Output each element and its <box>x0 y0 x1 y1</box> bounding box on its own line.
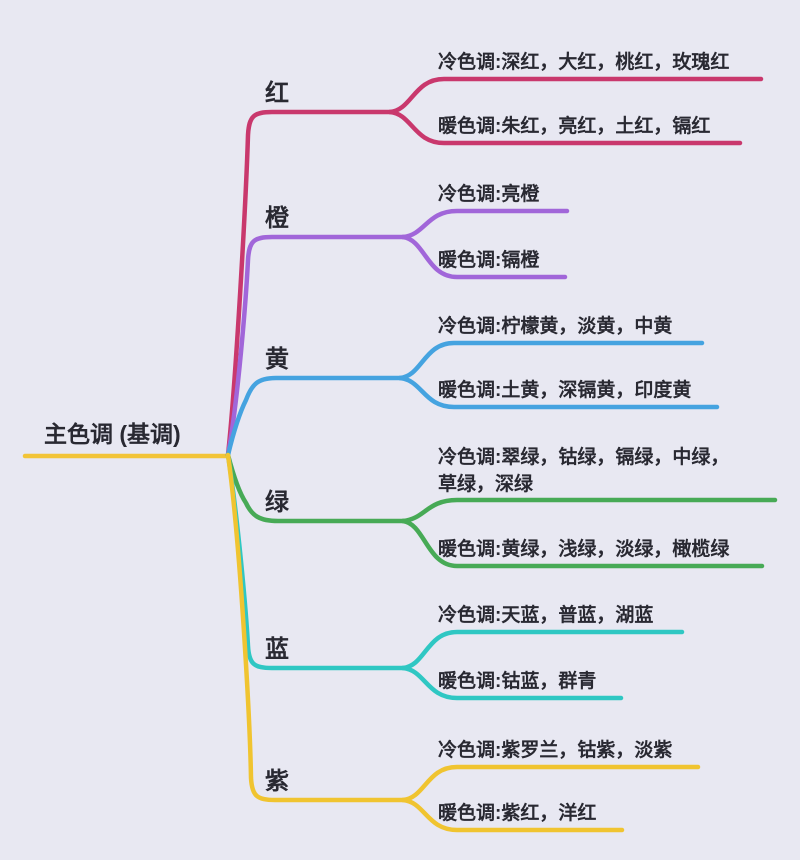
leaf-orange-cool[interactable]: 冷色调:亮橙 <box>438 184 540 205</box>
leaf-green-warm[interactable]: 暖色调:黄绿，浅绿，淡绿，橄榄绿 <box>438 539 730 560</box>
leaf-orange-warm[interactable]: 暖色调:镉橙 <box>438 250 540 271</box>
leaf-purple-warm[interactable]: 暖色调:紫红，洋红 <box>438 803 597 824</box>
branch-green-cool-line <box>400 497 778 524</box>
leaf-yellow-warm[interactable]: 暖色调:土黄，深镉黄，印度黄 <box>438 380 692 401</box>
branch-purple-label[interactable]: 紫 <box>265 768 289 795</box>
branch-blue-warm-line <box>400 665 624 701</box>
branch-yellow-warm-line <box>397 375 720 410</box>
leaf-purple-cool[interactable]: 冷色调:紫罗兰，钴紫，淡紫 <box>438 740 673 761</box>
branch-orange-cool-line <box>400 208 570 240</box>
branch-yellow-trunk <box>225 375 403 458</box>
leaf-blue-cool[interactable]: 冷色调:天蓝，普蓝，湖蓝 <box>438 605 654 626</box>
leaf-red-warm[interactable]: 暖色调:朱红，亮红，土红，镉红 <box>438 116 711 137</box>
branch-orange-label[interactable]: 橙 <box>265 205 289 232</box>
branch-red-trunk <box>225 109 393 458</box>
branch-purple-lines <box>225 452 701 833</box>
branch-green-trunk <box>225 452 406 524</box>
branch-orange-lines <box>225 208 570 458</box>
branch-orange-trunk <box>225 234 406 458</box>
branch-red-warm-line <box>387 109 743 146</box>
branch-green-label[interactable]: 绿 <box>265 489 289 516</box>
leaf-red-cool[interactable]: 冷色调:深红，大红，桃红，玫瑰红 <box>438 52 730 73</box>
branch-red-lines <box>225 76 764 458</box>
branch-yellow-label[interactable]: 黄 <box>265 346 289 373</box>
branch-red-cool-line <box>387 76 764 115</box>
branch-green-lines <box>225 452 778 569</box>
leaf-yellow-cool[interactable]: 冷色调:柠檬黄，淡黄，中黄 <box>438 316 673 337</box>
branch-green-warm-line <box>400 518 765 569</box>
branch-blue-trunk <box>225 452 406 671</box>
branch-blue-cool-line <box>400 629 685 671</box>
root-node-label[interactable]: 主色调 (基调) <box>44 421 181 447</box>
branch-purple-warm-line <box>400 797 625 833</box>
branch-purple-cool-line <box>400 764 701 803</box>
branch-yellow-lines <box>225 340 720 458</box>
leaf-green-cool[interactable]: 冷色调:翠绿，钴绿，镉绿，中绿，草绿，深绿 <box>438 447 730 495</box>
leaf-blue-warm[interactable]: 暖色调:钴蓝，群青 <box>438 671 597 692</box>
branch-red-label[interactable]: 红 <box>265 80 289 107</box>
branch-purple-trunk <box>225 452 406 803</box>
branch-orange-warm-line <box>400 234 568 280</box>
branch-blue-label[interactable]: 蓝 <box>265 636 289 663</box>
branch-yellow-cool-line <box>397 340 705 381</box>
